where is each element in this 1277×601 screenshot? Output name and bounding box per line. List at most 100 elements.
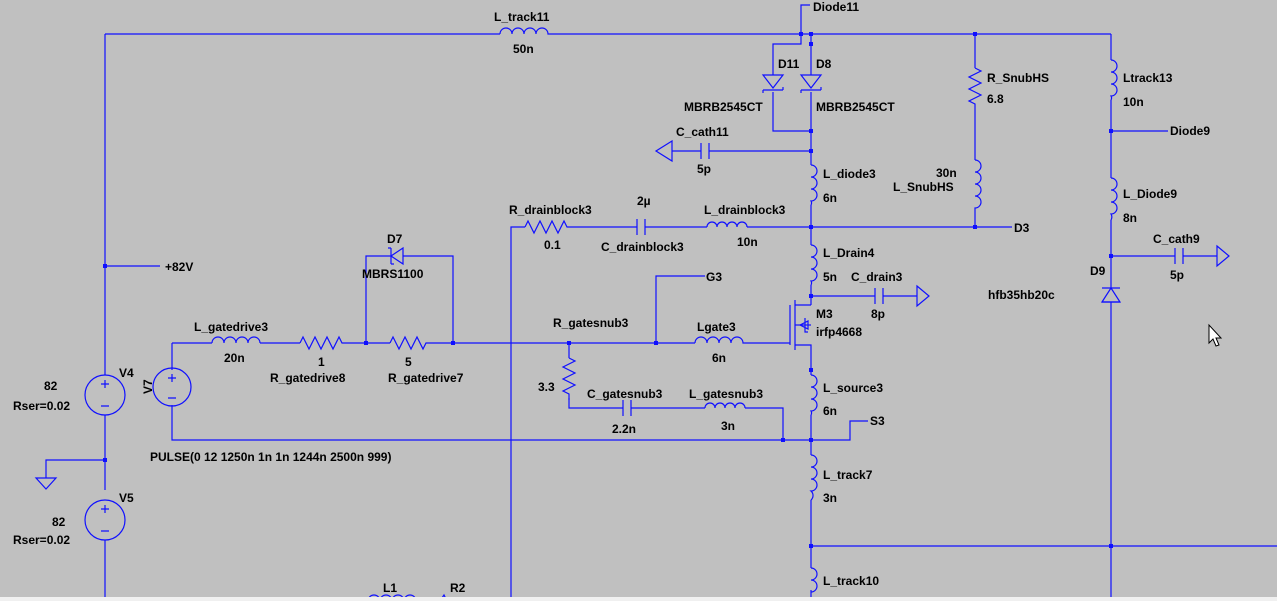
components <box>34 27 1230 601</box>
value-r-snubhs: 6.8 <box>987 92 1004 106</box>
label-v4: V4 <box>119 366 134 380</box>
inductor-l-track7 <box>809 454 818 501</box>
value-r-gatedrive7: 5 <box>405 355 412 369</box>
voltage-source-v5 <box>84 499 126 541</box>
inductor-l-diode3 <box>809 164 818 206</box>
value-l-gatedrive3: 20n <box>224 351 245 365</box>
wires <box>45 4 1277 601</box>
net-d3: D3 <box>1014 221 1030 235</box>
resistor-r-gatedrive7 <box>389 335 430 351</box>
mouse-cursor-icon <box>1208 323 1223 347</box>
label-l-drain4: L_Drain4 <box>823 246 875 260</box>
label-l-diode9: L_Diode9 <box>1123 187 1177 201</box>
label-c-cath11: C_cath11 <box>676 125 729 139</box>
rser-v5: Rser=0.02 <box>13 533 70 547</box>
label-r-gatedrive7: R_gatedrive7 <box>388 371 464 385</box>
value-l-diode3: 6n <box>823 191 837 205</box>
label-d11: D11 <box>778 57 800 71</box>
label-lgate3: Lgate3 <box>697 320 736 334</box>
inductor-lgate3 <box>694 336 745 344</box>
diode-d7 <box>388 246 404 266</box>
voltage-source-v7 <box>152 367 192 407</box>
value-l-gatesnub3: 3n <box>721 419 735 433</box>
inductor-l-track11 <box>499 27 550 35</box>
inductor-l-gatedrive3 <box>211 336 261 344</box>
inductor-l-diode9 <box>1109 177 1118 221</box>
value-l-snubhs: 30n <box>936 166 957 180</box>
value-r-drainblock3: 0.1 <box>544 238 561 252</box>
resistor-r-gatesnub <box>561 357 577 400</box>
resistor-r-gatedrive8 <box>299 335 350 351</box>
label-c-cath9: C_cath9 <box>1153 232 1200 246</box>
net-diode11: Diode11 <box>813 0 859 14</box>
pulse-spec: PULSE(0 12 1250n 1n 1n 1244n 2500n 999) <box>150 450 391 464</box>
value-l-drainblock3: 10n <box>737 235 758 249</box>
value-l-track11: 50n <box>513 42 534 56</box>
diode-d9 <box>1100 286 1122 303</box>
label-mbrb-2: MBRB2545CT <box>816 100 895 114</box>
diode-d11 <box>761 74 785 93</box>
value-c-cath9: 5p <box>1170 268 1184 282</box>
value-c-drainblock3: 2µ <box>637 194 651 208</box>
ground-c-cath11 <box>654 139 673 163</box>
resistor-r-snubhs <box>967 67 983 108</box>
net-diode9: Diode9 <box>1170 124 1210 138</box>
label-hfb35hb20c: hfb35hb20c <box>988 288 1055 302</box>
label-l-source3: L_source3 <box>823 381 883 395</box>
inductor-l-drainblock3 <box>706 221 748 228</box>
junctions <box>103 32 1113 548</box>
value-l-track7: 3n <box>823 491 837 505</box>
label-v5: V5 <box>119 491 134 505</box>
window-bottom-edge <box>0 597 1277 601</box>
label-r-snubhs: R_SnubHS <box>987 71 1049 85</box>
label-l1: L1 <box>383 581 397 595</box>
value-lgate3: 6n <box>712 351 726 365</box>
value-v4: 82 <box>44 379 58 393</box>
value-l-diode9: 8n <box>1123 211 1137 225</box>
inductor-l-drain4 <box>809 244 818 286</box>
value-v5: 82 <box>52 515 66 529</box>
label-ltrack13: Ltrack13 <box>1123 71 1173 85</box>
label-c-drainblock3: C_drainblock3 <box>601 240 684 254</box>
label-l-track10: L_track10 <box>823 574 879 588</box>
label-r2: R2 <box>450 581 466 595</box>
inductor-l1 <box>367 594 417 601</box>
resistor-r-drainblock3 <box>524 219 575 235</box>
ground-symbol <box>34 477 58 490</box>
inductor-l-snubhs <box>974 159 982 210</box>
value-c-gatesnub3: 2.2n <box>612 422 636 436</box>
inductor-l-gatesnub3 <box>704 402 746 409</box>
label-l-diode3: L_diode3 <box>823 167 876 181</box>
inductor-l-source3 <box>809 374 818 416</box>
value-ltrack13: 10n <box>1123 95 1144 109</box>
label-l-track7: L_track7 <box>823 468 873 482</box>
capacitor-c-drainblock3 <box>636 219 646 235</box>
label-d8: D8 <box>816 57 832 71</box>
label-r-gatesnub3: R_gatesnub3 <box>553 316 629 330</box>
capacitor-c-cath11 <box>700 143 710 159</box>
label-mbrb-1: MBRB2545CT <box>684 100 763 114</box>
value-c-drain3: 8p <box>871 307 885 321</box>
ground-c-drain3 <box>916 284 930 308</box>
capacitor-c-cath9 <box>1174 248 1184 264</box>
labels: L_track11 50n Diode11 D11 D8 MBRB2545CT … <box>13 0 1210 595</box>
label-d7: D7 <box>387 232 403 246</box>
inductor-l-track10 <box>810 567 818 593</box>
label-r-gatedrive8: R_gatedrive8 <box>270 371 346 385</box>
voltage-source-v4 <box>84 374 126 416</box>
label-mbrs1100: MBRS1100 <box>362 267 424 281</box>
value-r-gatedrive8: 1 <box>318 355 325 369</box>
label-v7: V7 <box>141 379 155 394</box>
rser-v4: Rser=0.02 <box>13 399 70 413</box>
label-c-gatesnub3: C_gatesnub3 <box>587 387 663 401</box>
inductor-ltrack13 <box>1109 59 1118 101</box>
capacitor-c-gatesnub3 <box>622 400 632 416</box>
net-plus82v: +82V <box>165 260 193 274</box>
ground-c-cath9 <box>1216 244 1230 268</box>
label-d9: D9 <box>1090 264 1106 278</box>
value-l-source3: 6n <box>823 404 837 418</box>
label-irfp4668: irfp4668 <box>816 325 862 339</box>
label-l-gatesnub3: L_gatesnub3 <box>689 387 763 401</box>
label-c-drain3: C_drain3 <box>851 270 903 284</box>
